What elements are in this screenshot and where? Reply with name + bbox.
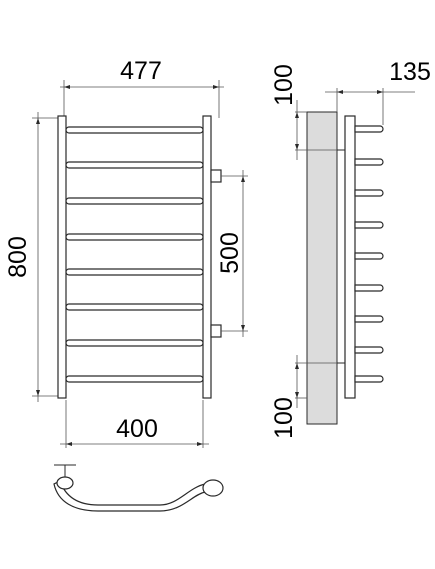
dim-500: 500 (216, 170, 248, 337)
rung (65, 303, 204, 311)
rung-end (354, 125, 384, 133)
side-rungs (354, 125, 384, 383)
side-view: 135 100 100 (270, 58, 431, 439)
rung (65, 161, 204, 169)
rung (65, 375, 204, 383)
rung-end (354, 158, 384, 166)
rung-end (354, 189, 384, 197)
rung (65, 197, 204, 205)
rung-profile (53, 480, 213, 512)
dim-800: 800 (4, 112, 62, 402)
rung (65, 126, 204, 134)
dim-135: 135 (325, 58, 431, 125)
label-100-bottom: 100 (270, 397, 298, 439)
rung-end (354, 284, 384, 292)
label-135: 135 (389, 58, 431, 86)
rung-end (354, 346, 384, 354)
label-100-top: 100 (270, 64, 298, 106)
dim-100-bottom: 100 (270, 355, 337, 439)
rung-end (354, 375, 384, 383)
rung (65, 268, 204, 276)
rung (65, 233, 204, 241)
rung-end (354, 221, 384, 229)
rung-end (354, 315, 384, 323)
left-end-cap (56, 476, 74, 490)
rung-end (354, 252, 384, 260)
upper-connection (210, 169, 222, 183)
rung (65, 339, 204, 347)
label-500: 500 (216, 232, 244, 274)
lower-connection (210, 324, 222, 338)
left-upright (57, 115, 67, 399)
dim-100-top: 100 (270, 64, 337, 160)
wall (306, 111, 338, 425)
front-view: 477 800 (4, 57, 248, 448)
dim-477: 477 (60, 57, 224, 118)
label-477: 477 (120, 57, 162, 85)
label-400: 400 (116, 415, 158, 443)
right-end-cap (202, 479, 224, 497)
side-upright (344, 115, 356, 399)
front-rungs (65, 126, 204, 383)
plan-view (53, 464, 224, 512)
dim-400: 400 (60, 400, 209, 448)
label-800: 800 (4, 236, 32, 278)
right-upright (202, 115, 212, 399)
